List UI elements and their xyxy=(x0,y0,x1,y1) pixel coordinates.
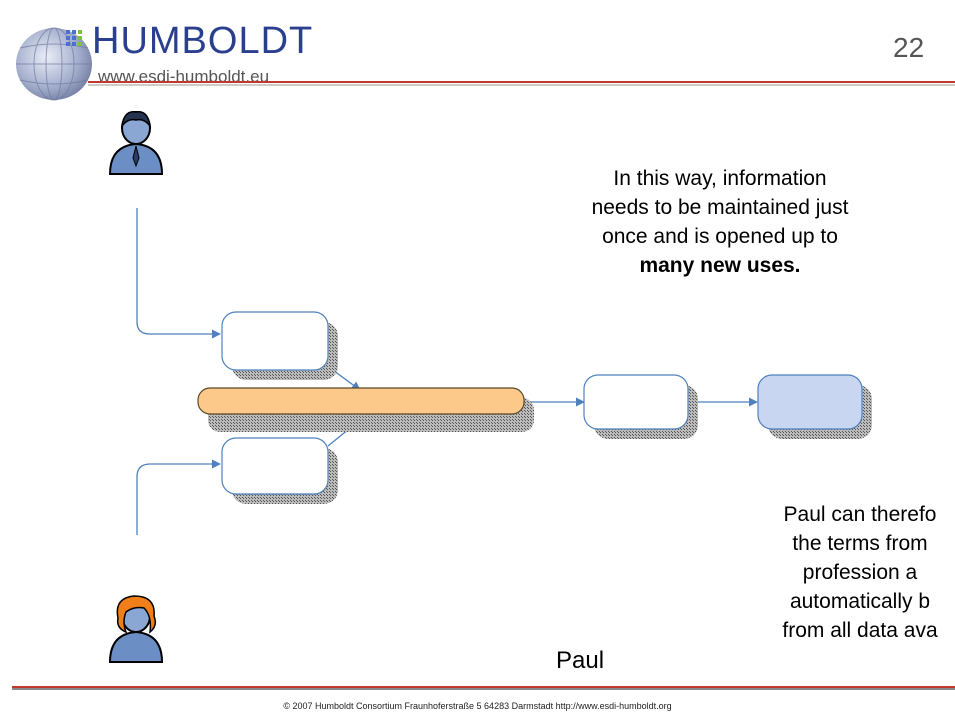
main-message-line: needs to be maintained just xyxy=(591,196,849,219)
connectors xyxy=(136,208,758,535)
paul-side-text: Paul can therefo the terms from professi… xyxy=(700,500,955,645)
process-box-bottom xyxy=(221,437,338,504)
main-message-line: In this way, information xyxy=(613,167,827,190)
process-box-output xyxy=(757,374,872,439)
paul-label: Paul xyxy=(556,647,605,674)
header-rule xyxy=(88,81,955,86)
process-box-middle xyxy=(583,374,698,439)
logo-wordmark: HUMBOLDT xyxy=(92,20,314,62)
connector-bottom-user xyxy=(136,459,221,535)
side-text-line: from all data ava xyxy=(782,619,938,642)
connector-top-user xyxy=(136,208,221,339)
female-user-icon xyxy=(108,595,164,663)
male-user-icon xyxy=(108,111,164,175)
footer-rule xyxy=(12,686,955,688)
slide-number: 22 xyxy=(893,32,925,63)
main-message-bold: many new uses. xyxy=(639,254,801,277)
side-text-line: profession a xyxy=(802,561,918,584)
process-box-top xyxy=(221,311,338,380)
globe-logo-icon xyxy=(16,27,92,101)
main-message: In this way, information needs to be mai… xyxy=(520,164,920,280)
footer-text: © 2007 Humboldt Consortium Fraunhoferstr… xyxy=(283,701,672,711)
side-text-line: automatically b xyxy=(789,590,931,613)
side-text-line: the terms from xyxy=(792,532,928,555)
side-text-line: Paul can therefo xyxy=(783,503,937,526)
logo-url: www.esdi-humboldt.eu xyxy=(98,67,270,86)
main-message-line: once and is opened up to xyxy=(602,225,838,248)
footer-rule-shadow xyxy=(12,688,955,690)
central-bar xyxy=(197,387,534,432)
